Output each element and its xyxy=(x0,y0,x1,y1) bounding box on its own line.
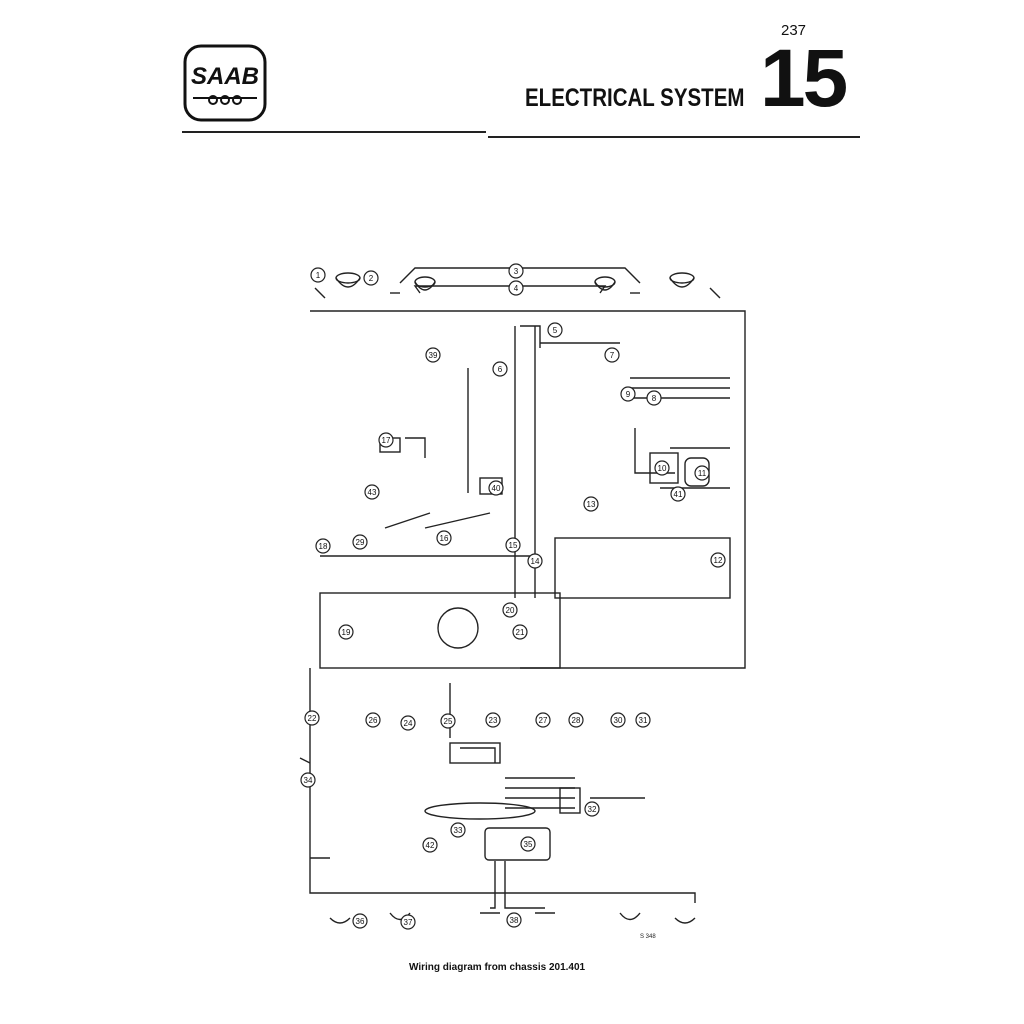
callout-circle-36 xyxy=(352,913,368,929)
saab-logo: SAAB xyxy=(183,44,267,122)
drawing-number: S 348 xyxy=(640,934,656,940)
callout-label-25: 25 xyxy=(444,717,453,726)
callout-label-2: 2 xyxy=(369,274,374,283)
callout-circle-20 xyxy=(502,602,518,618)
callout-label-31: 31 xyxy=(639,716,648,725)
callout-circle-25 xyxy=(440,713,456,729)
header-rule-right xyxy=(488,136,860,138)
callout-label-10: 10 xyxy=(658,464,667,473)
callout-label-39: 39 xyxy=(429,351,438,360)
callout-label-40: 40 xyxy=(492,484,501,493)
callout-circle-6 xyxy=(492,361,508,377)
callout-label-18: 18 xyxy=(319,542,328,551)
callout-label-35: 35 xyxy=(524,840,533,849)
callout-circle-39 xyxy=(425,347,441,363)
callout-circle-32 xyxy=(584,801,600,817)
callout-circle-34 xyxy=(300,772,316,788)
callout-circle-29 xyxy=(352,534,368,550)
callout-circle-33 xyxy=(450,822,466,838)
callout-label-12: 12 xyxy=(714,556,723,565)
callout-circle-2 xyxy=(363,270,379,286)
callout-label-14: 14 xyxy=(531,557,540,566)
callout-label-9: 9 xyxy=(626,390,631,399)
callout-label-27: 27 xyxy=(539,716,548,725)
callout-circle-38 xyxy=(506,912,522,928)
callout-label-33: 33 xyxy=(454,826,463,835)
callout-label-38: 38 xyxy=(510,916,519,925)
callout-circle-14 xyxy=(527,553,543,569)
callout-circle-26 xyxy=(365,712,381,728)
svg-text:SAAB: SAAB xyxy=(191,63,259,90)
callout-label-15: 15 xyxy=(509,541,518,550)
callout-circle-42 xyxy=(422,837,438,853)
callout-label-43: 43 xyxy=(368,488,377,497)
callout-label-11: 11 xyxy=(698,469,707,478)
callout-circle-15 xyxy=(505,537,521,553)
callout-label-7: 7 xyxy=(610,351,615,360)
callout-circle-41 xyxy=(670,486,686,502)
callout-circle-11 xyxy=(694,465,710,481)
callout-circle-12 xyxy=(710,552,726,568)
callout-label-30: 30 xyxy=(614,716,623,725)
callout-label-8: 8 xyxy=(652,394,657,403)
callout-label-42: 42 xyxy=(426,841,435,850)
callout-circle-28 xyxy=(568,712,584,728)
callout-circle-22 xyxy=(304,710,320,726)
section-number: 15 xyxy=(760,33,848,124)
callout-circle-5 xyxy=(547,322,563,338)
callout-label-22: 22 xyxy=(308,714,317,723)
callout-circle-21 xyxy=(512,624,528,640)
callout-circle-18 xyxy=(315,538,331,554)
callout-label-36: 36 xyxy=(356,917,365,926)
callout-label-5: 5 xyxy=(553,326,558,335)
callout-label-13: 13 xyxy=(587,500,596,509)
callout-label-23: 23 xyxy=(489,716,498,725)
page-number: 237 xyxy=(781,22,807,39)
callout-label-20: 20 xyxy=(506,606,515,615)
callout-label-19: 19 xyxy=(342,628,351,637)
callout-label-6: 6 xyxy=(498,365,503,374)
callout-circle-24 xyxy=(400,715,416,731)
callout-circle-8 xyxy=(646,390,662,406)
callout-circle-27 xyxy=(535,712,551,728)
callout-circle-35 xyxy=(520,836,536,852)
callout-label-26: 26 xyxy=(369,716,378,725)
callout-circle-37 xyxy=(400,914,416,930)
callout-label-17: 17 xyxy=(382,436,391,445)
callout-circle-43 xyxy=(364,484,380,500)
callout-label-34: 34 xyxy=(304,776,313,785)
callout-circle-3 xyxy=(508,263,524,279)
callout-label-32: 32 xyxy=(588,805,597,814)
callout-label-4: 4 xyxy=(514,284,519,293)
callout-label-41: 41 xyxy=(674,490,683,499)
callout-circle-13 xyxy=(583,496,599,512)
callout-circle-19 xyxy=(338,624,354,640)
callout-circle-1 xyxy=(310,267,326,283)
callout-label-24: 24 xyxy=(404,719,413,728)
callout-circle-23 xyxy=(485,712,501,728)
callout-circle-16 xyxy=(436,530,452,546)
callout-label-16: 16 xyxy=(440,534,449,543)
callout-label-1: 1 xyxy=(316,271,321,280)
callout-label-29: 29 xyxy=(356,538,365,547)
callout-circle-10 xyxy=(654,460,670,476)
callout-circle-7 xyxy=(604,347,620,363)
callout-circle-30 xyxy=(610,712,626,728)
callout-circle-9 xyxy=(620,386,636,402)
figure-caption: Wiring diagram from chassis 201.401 xyxy=(409,962,586,973)
callout-circle-31 xyxy=(635,712,651,728)
callout-label-37: 37 xyxy=(404,918,413,927)
header-rule-left xyxy=(182,131,486,133)
callout-label-21: 21 xyxy=(516,628,525,637)
callout-label-28: 28 xyxy=(572,716,581,725)
section-title: ELECTRICAL SYSTEM xyxy=(525,84,745,112)
callout-circle-40 xyxy=(488,480,504,496)
callout-circle-4 xyxy=(508,280,524,296)
callout-label-3: 3 xyxy=(514,267,519,276)
callout-circle-17 xyxy=(378,432,394,448)
